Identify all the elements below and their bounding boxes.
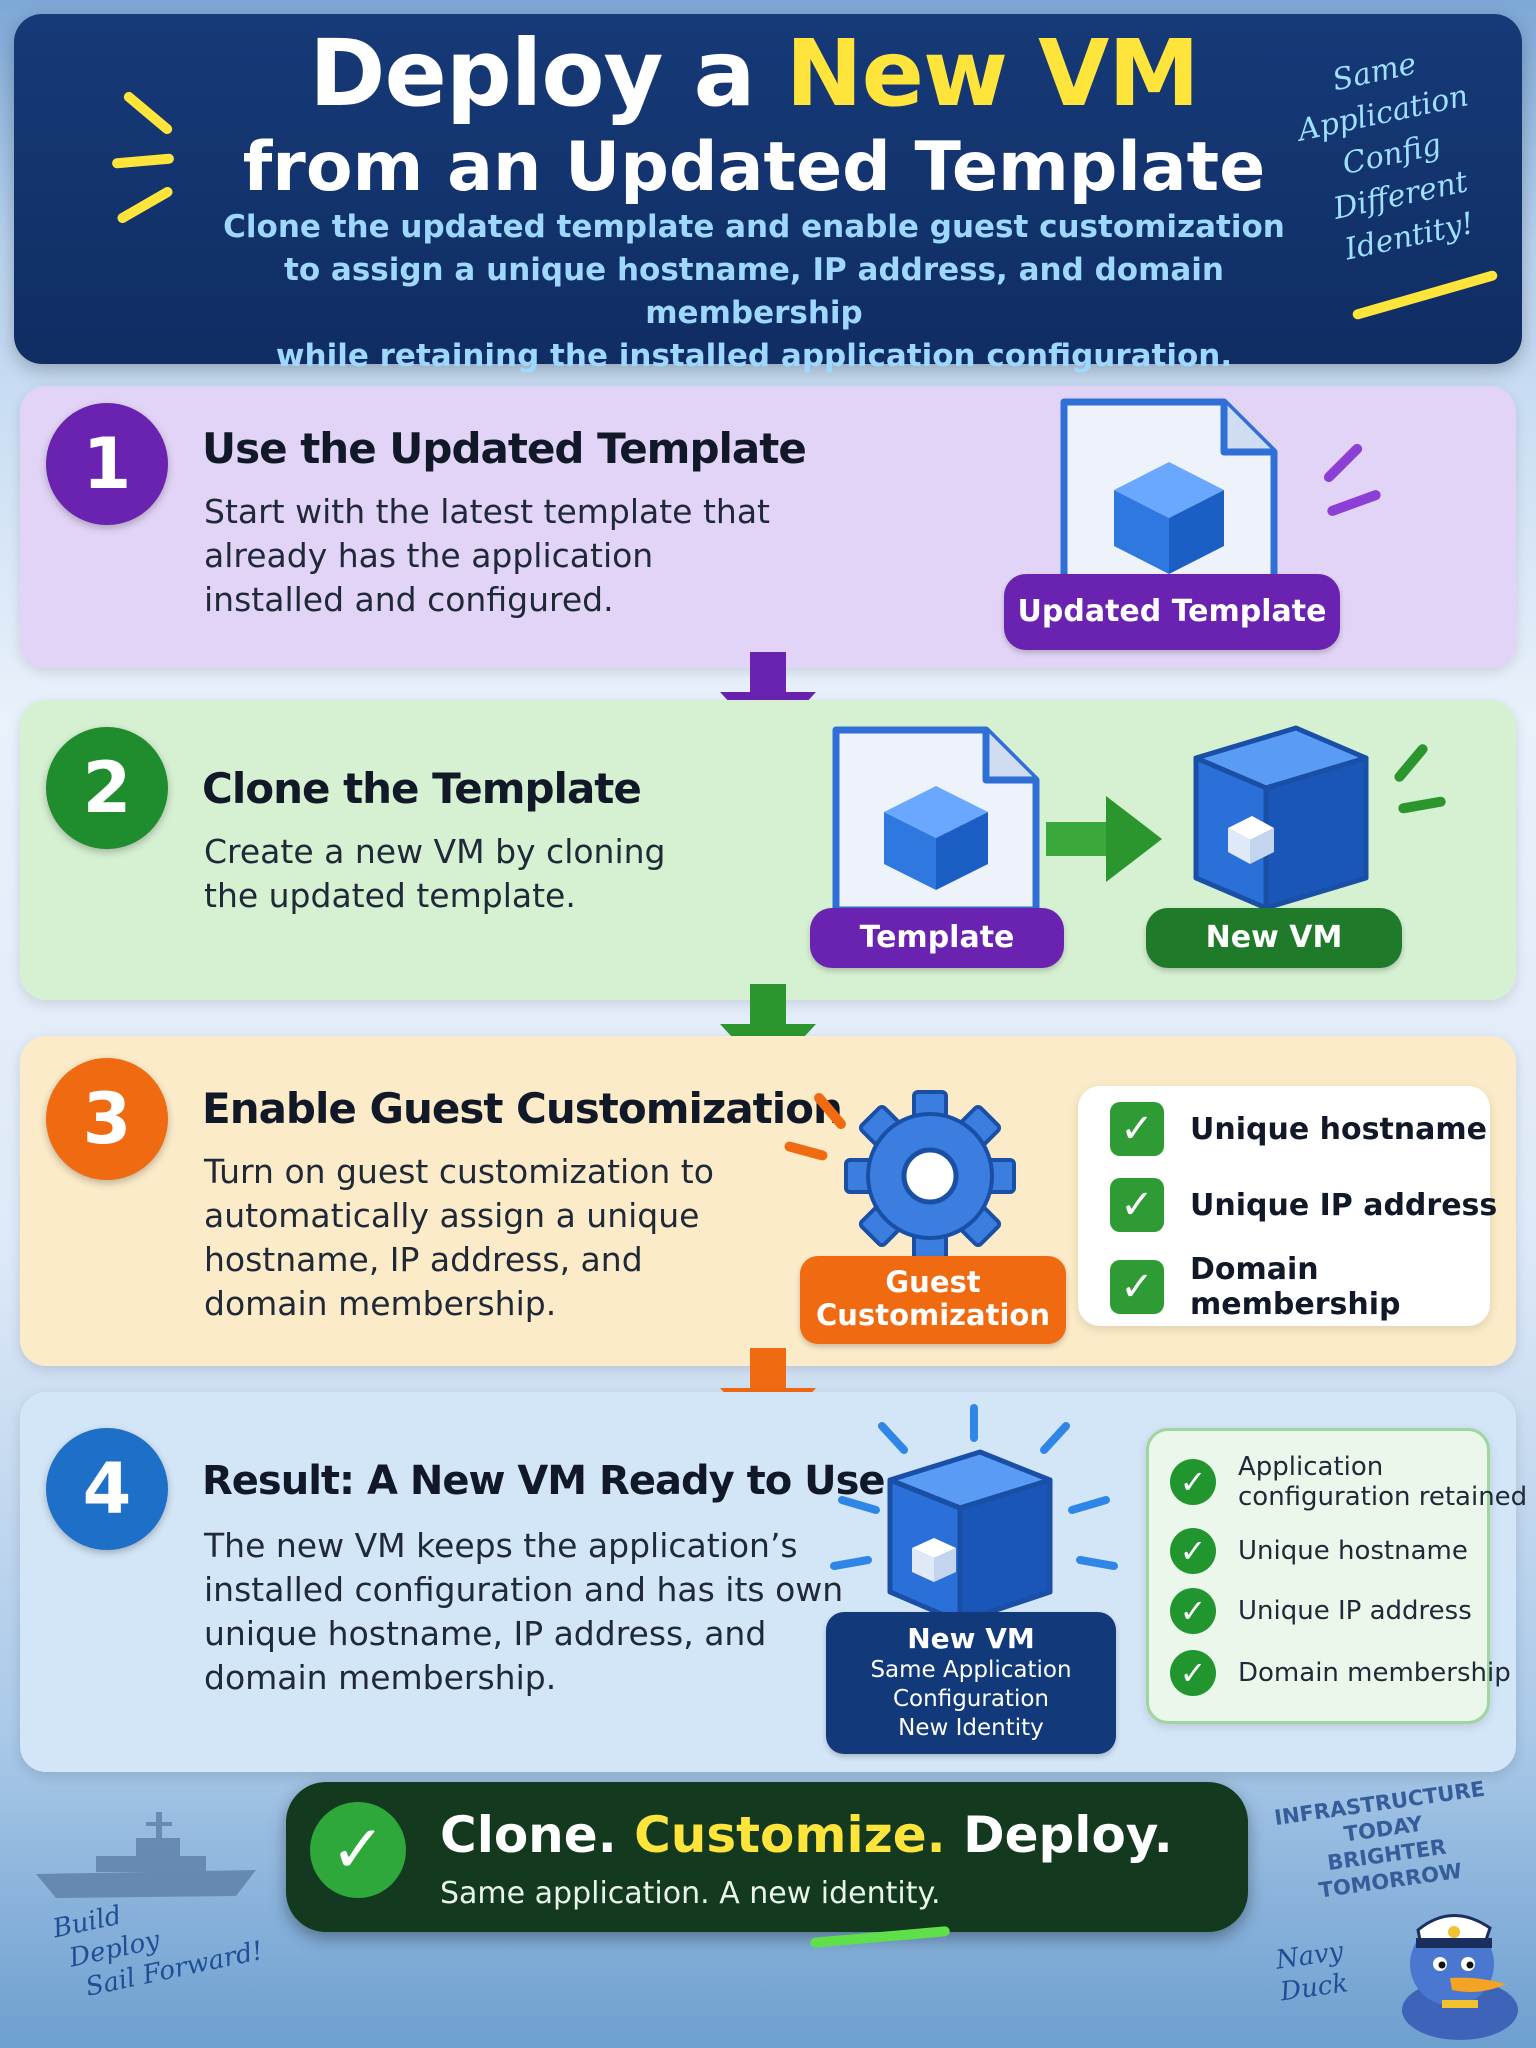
template-document-icon [832,726,1040,914]
checkmark-icon: ✓ [1170,1459,1216,1505]
body-line: the updated template. [204,876,576,915]
header-handwritten-note: Same Application Config Different Identi… [1272,32,1511,279]
step-2-body: Create a new VM by cloning the updated t… [204,830,666,918]
checklist-label: Unique IP address [1190,1187,1498,1223]
checklist-label-line: Application [1238,1452,1384,1482]
banner-subtitle: Same application. A new identity. [440,1876,941,1911]
slogan-word-highlight: Customize. [634,1806,946,1864]
checkmark-icon: ✓ [1170,1650,1216,1696]
body-line: unique hostname, IP address, and [204,1614,767,1653]
page-title-line2: from an Updated Template [242,128,1266,207]
label-line: Customization [816,1298,1050,1332]
checkmark-icon: ✓ [1110,1178,1164,1232]
step-4-title: Result: A New VM Ready to Use [202,1458,886,1504]
page-subtitle: Clone the updated template and enable gu… [200,206,1308,378]
vm-label-line: Same Application [870,1657,1072,1683]
vm-label-line: New Identity [898,1715,1044,1741]
subtitle-line: to assign a unique hostname, IP address,… [284,252,1224,331]
subtitle-line: while retaining the installed applicatio… [275,338,1233,374]
body-line: already has the application [204,536,654,575]
duck-mascot-icon [1402,1914,1518,2040]
body-line: domain membership. [204,1284,557,1323]
body-line: Turn on guest customization to [204,1152,714,1191]
checkmark-icon: ✓ [1110,1260,1164,1314]
body-line: Create a new VM by cloning [204,832,666,871]
slogan-word: Clone. [440,1806,617,1864]
document-icon [1060,398,1278,596]
checklist-item: ✓ Domain membership [1170,1650,1511,1696]
page-title: Deploy a New VM [0,20,1508,127]
banner-slogan: Clone. Customize. Deploy. [440,1806,1173,1864]
body-line: Start with the latest template that [204,492,770,531]
new-vm-label: New VM [1146,908,1402,968]
vm-label-title: New VM [907,1622,1035,1655]
label-line: Guest [885,1265,981,1299]
body-line: automatically assign a unique [204,1196,700,1235]
checklist-item: ✓ Domain membership [1110,1252,1536,1322]
step-1-title: Use the Updated Template [202,424,807,473]
step-3-title: Enable Guest Customization [202,1084,843,1133]
arrow-right-icon [1046,796,1162,882]
subtitle-line: Clone the updated template and enable gu… [223,209,1285,245]
step-1-number: 1 [46,403,168,525]
slogan-word: Deploy. [963,1806,1173,1864]
step-4-body: The new VM keeps the application’s insta… [204,1524,843,1700]
title-highlight: New VM [785,20,1200,127]
body-line: installed configuration and has its own [204,1570,844,1609]
guest-customization-label: Guest Customization [800,1256,1066,1344]
body-line: hostname, IP address, and [204,1240,643,1279]
step-3-number: 3 [46,1058,168,1180]
updated-template-label: Updated Template [1004,574,1340,650]
summary-banner [286,1782,1248,1932]
cube-icon [1114,462,1224,574]
body-line: installed and configured. [204,580,614,619]
small-cube-icon [1228,816,1274,864]
new-vm-result-cube-icon [830,1404,1118,1625]
new-vm-result-label: New VM Same Application Configuration Ne… [826,1612,1116,1754]
checklist-label: Unique IP address [1238,1596,1472,1626]
ship-icon [36,1812,256,1898]
title-part1: Deploy a [309,20,786,127]
gear-icon [844,1090,1016,1262]
template-label: Template [810,908,1064,968]
checklist-label: Domain membership [1238,1658,1511,1688]
step-4-number: 4 [46,1428,168,1550]
checklist-item: ✓ Unique hostname [1110,1102,1487,1156]
mascot-name-note: Navy Duck [1274,1936,1350,2009]
checklist-label-line: configuration retained [1238,1482,1528,1512]
checkmark-icon: ✓ [1170,1588,1216,1634]
step-3-body: Turn on guest customization to automatic… [204,1150,714,1326]
checkmark-icon: ✓ [1170,1528,1216,1574]
checkmark-icon: ✓ [1110,1102,1164,1156]
step-2-number: 2 [46,727,168,849]
cube-icon [884,786,988,890]
header-banner [14,14,1522,364]
checklist-item: ✓ Unique IP address [1170,1588,1472,1634]
checkmark-icon: ✓ [310,1802,406,1898]
checklist-item: ✓ Unique IP address [1110,1178,1497,1232]
checklist-label: Unique hostname [1238,1536,1468,1566]
checklist-item: ✓ Unique hostname [1170,1528,1468,1574]
body-line: The new VM keeps the application’s [204,1526,798,1565]
vm-label-line: Configuration [893,1686,1049,1712]
checklist-label: Unique hostname [1190,1111,1487,1147]
checklist-label: Domain membership [1190,1252,1401,1322]
step-1-body: Start with the latest template that alre… [204,490,770,622]
body-line: domain membership. [204,1658,557,1697]
new-vm-cube-icon [1193,725,1369,911]
step-2-title: Clone the Template [202,764,642,813]
small-cube-icon [912,1538,956,1582]
